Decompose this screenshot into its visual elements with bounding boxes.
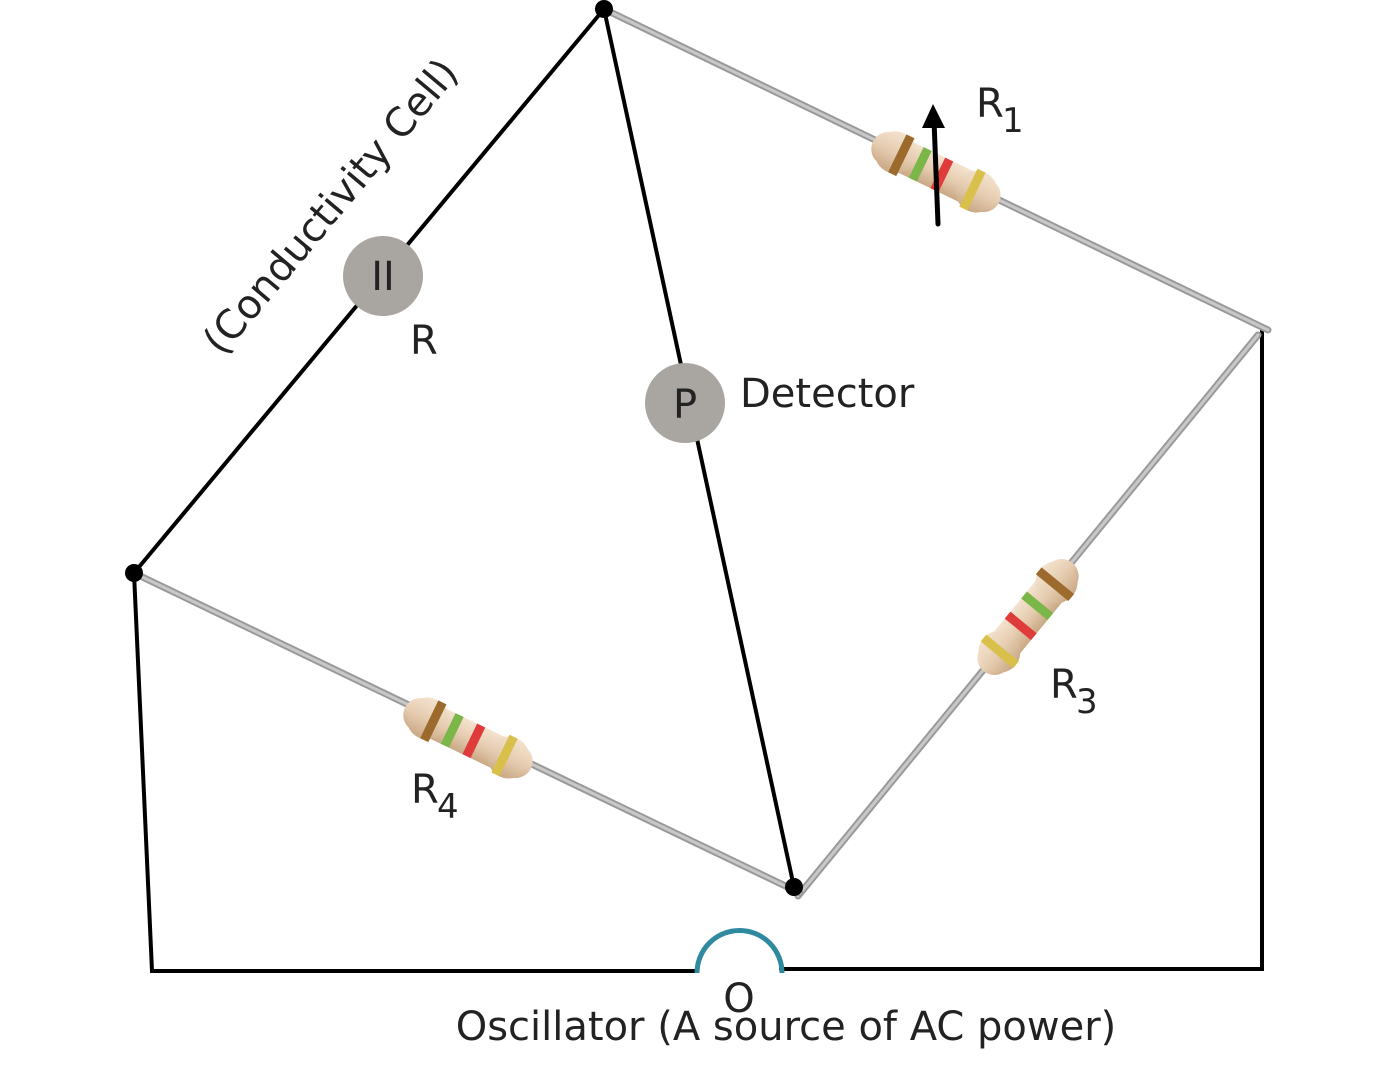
label-r3: R 3	[1050, 662, 1098, 722]
junction-nodes	[125, 0, 803, 896]
label-r1: R 1	[976, 81, 1024, 141]
oscillator: O Oscillator (A source of AC power)	[456, 928, 1117, 1050]
cell-resistor-label: R	[410, 318, 438, 364]
r4-main: R	[411, 767, 439, 813]
oscillator-symbol: O	[723, 976, 754, 1022]
r1-sub: 1	[1002, 101, 1024, 141]
detector-symbol: P	[673, 382, 697, 428]
resistor-r4	[403, 697, 533, 779]
wire-right-source	[779, 328, 1264, 971]
resistor-r3	[977, 559, 1079, 675]
r3-main: R	[1050, 662, 1078, 708]
node-bottom	[785, 878, 803, 896]
node-left	[125, 564, 143, 582]
r1-main: R	[976, 81, 1004, 127]
oscillator-arc-icon	[694, 928, 785, 974]
conductivity-cell: II R (Conductivity Cell)	[194, 50, 467, 364]
node-top	[595, 0, 613, 18]
cell-meter-icon	[343, 236, 423, 316]
variable-arrow-icon	[922, 104, 945, 227]
oscillator-caption: Oscillator (A source of AC power)	[456, 1004, 1117, 1050]
wire-left-source	[132, 571, 699, 973]
r3-sub: 3	[1076, 682, 1098, 722]
r4-sub: 4	[437, 787, 459, 827]
detector-meter-icon	[645, 363, 725, 443]
cell-symbol: II	[371, 254, 395, 300]
detector: P Detector	[645, 363, 915, 443]
label-r4: R 4	[411, 767, 459, 827]
cell-caption: (Conductivity Cell)	[194, 50, 467, 363]
wire-detector-arm	[602, 7, 796, 889]
black-wires	[132, 7, 1264, 973]
detector-caption: Detector	[740, 371, 915, 417]
